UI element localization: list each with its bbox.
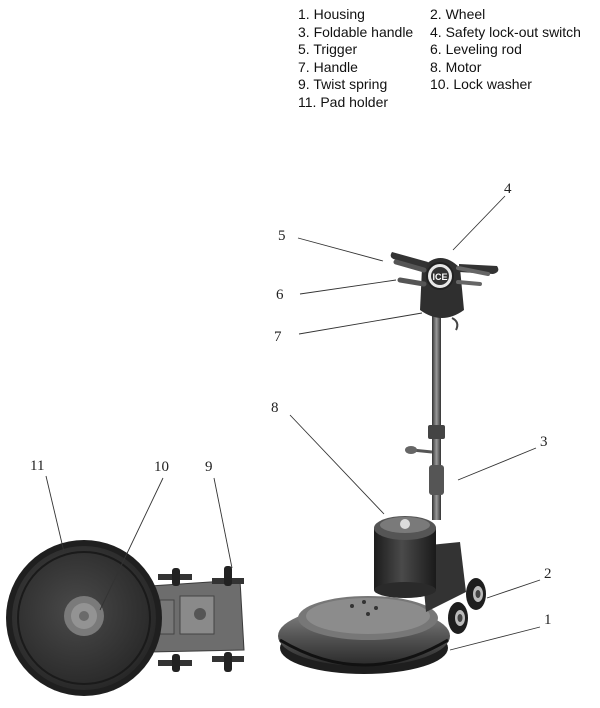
leader-2 [486,579,541,599]
legend-item-motor: 8. Motor [430,58,482,75]
leader-10 [99,477,164,611]
leader-11 [45,475,65,553]
leader-4 [452,195,506,251]
leader-6 [299,279,397,295]
trigger-bar-lower [397,277,427,287]
legend-item-foldable-handle: 3. Foldable handle [298,23,414,40]
legend-item-trigger: 5. Trigger [298,41,358,57]
left-grip [390,252,428,270]
legend-item-lock-washer: 10. Lock washer [430,76,532,92]
twist-spring-part [224,566,232,586]
trigger-bar-upper [393,259,427,273]
upright-machine: ICE [278,252,499,674]
foldable-joint [429,465,444,495]
underside-view [6,540,245,696]
callout-10: 10 [154,459,169,475]
handle-collar [428,425,445,439]
leader-9 [213,477,233,569]
leveling-knob [405,446,417,454]
legend-item-wheel: 2. Wheel [430,6,486,22]
parts-legend: 1. Housing 2. Wheel 3. Foldable handle 4… [290,6,600,111]
callout-3: 3 [540,434,548,450]
legend-item-pad-holder: 11. Pad holder [298,93,389,110]
wheel-front [448,602,468,634]
legend-item-handle: 7. Handle [298,58,358,75]
ice-logo-text: ICE [432,272,447,282]
callout-1: 1 [544,612,552,628]
callout-11: 11 [30,458,44,474]
leader-5 [297,237,384,262]
legend-item-leveling-rod: 6. Leveling rod [430,41,522,57]
handle-shaft [432,305,441,520]
callout-7: 7 [274,329,282,345]
legend-item-twist-spring: 9. Twist spring [298,76,388,92]
callout-5: 5 [278,228,286,244]
leader-1 [449,626,541,651]
callout-8: 8 [271,400,279,416]
wheel-back [466,578,486,610]
callout-6: 6 [276,287,284,303]
leader-7 [298,312,423,335]
callout-2: 2 [544,566,552,582]
callout-9: 9 [205,459,213,475]
callout-4: 4 [504,181,512,197]
leader-8 [289,414,385,515]
leader-3 [457,447,537,481]
leader-lines [45,195,541,651]
callout-labels: 1 2 3 4 5 6 7 8 9 10 11 [30,181,552,628]
legend-item-safety-switch: 4. Safety lock-out switch [430,23,581,40]
legend-item-housing: 1. Housing [298,6,365,22]
